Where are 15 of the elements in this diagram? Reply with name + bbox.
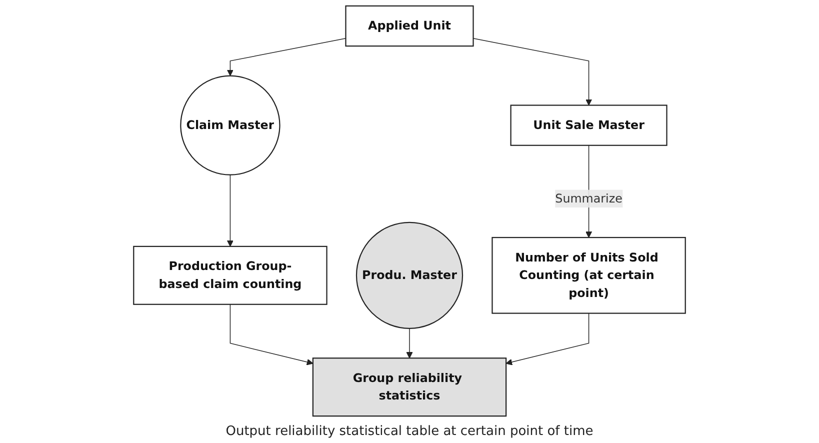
- node-circle: Claim Master: [180, 75, 280, 176]
- arrow: [506, 312, 590, 366]
- arrow: [226, 38, 346, 76]
- node-box: Applied Unit: [345, 5, 474, 47]
- node-box: Production Group-based claim counting: [133, 246, 328, 305]
- node-circle: Produ. Master: [356, 222, 464, 329]
- node-box: Group reliability statistics: [312, 358, 507, 417]
- node-box: Number of Units Sold Counting (at certain point): [492, 236, 686, 314]
- arrow: [406, 328, 413, 358]
- arrow: [472, 38, 592, 106]
- caption-text: Output reliability statistical table at certain point of time: [226, 424, 594, 439]
- arrow: [226, 174, 234, 247]
- arrow: [230, 304, 314, 366]
- edge-label: Summarize: [555, 191, 622, 206]
- node-box: Unit Sale Master: [510, 104, 668, 146]
